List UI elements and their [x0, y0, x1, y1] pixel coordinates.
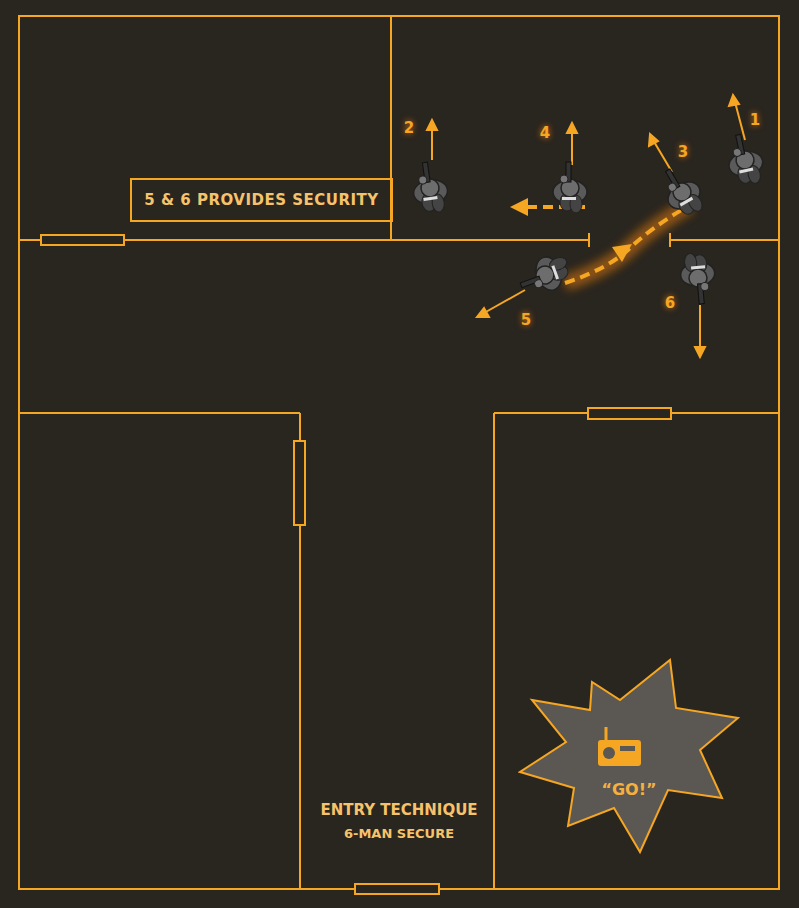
callout-number: 4: [540, 124, 550, 142]
radio-antenna: [605, 727, 608, 742]
radio-burst: “GO!”: [518, 658, 740, 858]
radio-body: [598, 740, 641, 766]
callout-number: 6: [665, 294, 675, 312]
radio-speaker: [603, 747, 615, 759]
walls: [19, 16, 779, 889]
burst-shape: [520, 660, 738, 852]
note-box: 5 & 6 PROVIDES SECURITY: [130, 178, 393, 222]
note-text: 5 & 6 PROVIDES SECURITY: [144, 191, 378, 209]
callout-number: 2: [404, 119, 414, 137]
diagram-caption: 6-MAN SECURE: [344, 826, 454, 841]
callout-number: 1: [750, 111, 760, 129]
direction-arrows: [427, 95, 745, 357]
burst-outline: [518, 658, 740, 858]
burst-text: “GO!”: [518, 780, 740, 799]
diagram-title: ENTRY TECHNIQUE: [320, 801, 477, 819]
callout-number: 3: [678, 143, 688, 161]
callout-number: 5: [521, 311, 531, 329]
soldiers: [410, 131, 767, 305]
radio-display: [620, 746, 635, 751]
